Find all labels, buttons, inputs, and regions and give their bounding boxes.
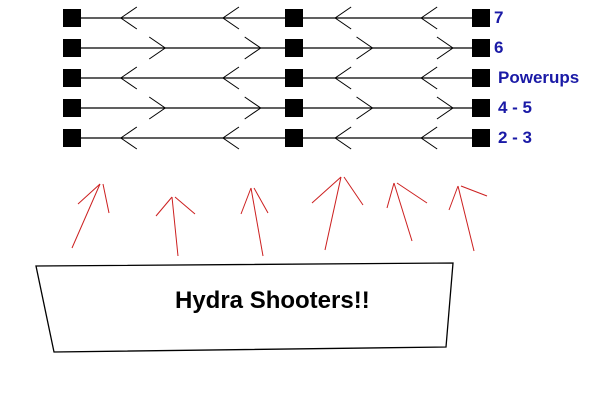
- direction-arrow-left-icon: [334, 66, 352, 90]
- lane-node: [285, 9, 303, 27]
- shot-arrow-up-icon: [448, 185, 488, 252]
- lane-3: [63, 96, 490, 120]
- lanes-group: [63, 6, 490, 150]
- lane-0: [63, 6, 490, 30]
- shot-arrow-up-icon: [71, 183, 110, 249]
- direction-arrow-left-icon: [222, 126, 240, 150]
- direction-arrow-right-icon: [148, 96, 167, 120]
- direction-arrow-left-icon: [222, 6, 240, 30]
- shooter-arrows-group: [71, 176, 488, 257]
- lane-label: Powerups: [498, 68, 580, 87]
- direction-arrow-left-icon: [119, 66, 138, 90]
- direction-arrow-left-icon: [222, 66, 240, 90]
- lane-node: [63, 99, 81, 117]
- lane-node: [285, 39, 303, 57]
- shot-arrow-up-icon: [386, 182, 428, 242]
- lane-node: [63, 9, 81, 27]
- lane-node: [472, 99, 490, 117]
- direction-arrow-left-icon: [420, 66, 438, 90]
- direction-arrow-right-icon: [356, 96, 374, 120]
- direction-arrow-left-icon: [119, 6, 138, 30]
- lane-node: [63, 129, 81, 147]
- direction-arrow-left-icon: [420, 126, 438, 150]
- shot-arrow-up-icon: [155, 196, 196, 257]
- lane-label: 7: [494, 8, 504, 27]
- direction-arrow-left-icon: [334, 126, 352, 150]
- lane-4: [63, 126, 490, 150]
- shooter-box-title: Hydra Shooters!!: [175, 287, 370, 314]
- direction-arrow-right-icon: [356, 36, 374, 60]
- shot-arrow-up-icon: [311, 176, 364, 251]
- lane-node: [285, 69, 303, 87]
- lane-label: 2 - 3: [498, 128, 533, 147]
- lane-node: [472, 9, 490, 27]
- lane-node: [285, 99, 303, 117]
- lane-node: [63, 39, 81, 57]
- direction-arrow-right-icon: [436, 96, 454, 120]
- direction-arrow-right-icon: [436, 36, 454, 60]
- lane-1: [63, 36, 490, 60]
- shooter-box: [35, 262, 454, 353]
- lane-label: 4 - 5: [498, 98, 533, 117]
- lane-node: [63, 69, 81, 87]
- shot-arrow-up-icon: [240, 187, 269, 257]
- lane-node: [472, 39, 490, 57]
- lane-label: 6: [494, 38, 504, 57]
- lane-node: [285, 129, 303, 147]
- lane-node: [472, 129, 490, 147]
- direction-arrow-left-icon: [334, 6, 352, 30]
- lane-node: [472, 69, 490, 87]
- direction-arrow-right-icon: [244, 96, 262, 120]
- direction-arrow-left-icon: [420, 6, 438, 30]
- lane-2: [63, 66, 490, 90]
- direction-arrow-right-icon: [148, 36, 167, 60]
- direction-arrow-left-icon: [119, 126, 138, 150]
- direction-arrow-right-icon: [244, 36, 262, 60]
